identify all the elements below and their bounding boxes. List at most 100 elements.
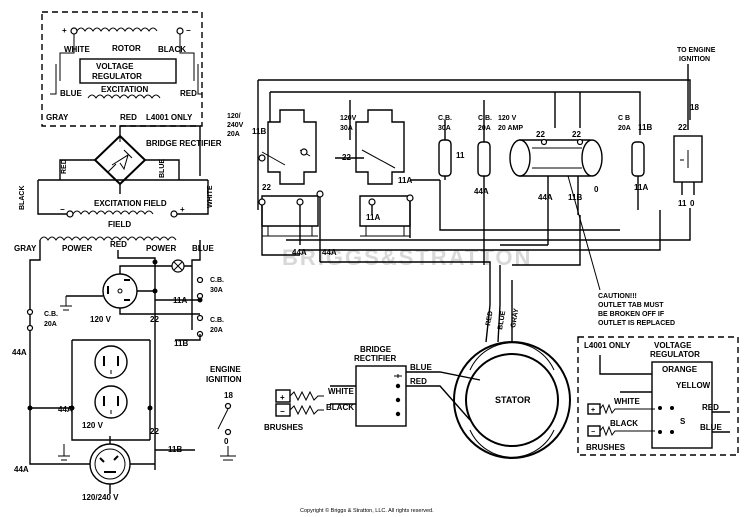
svg-text:20A: 20A	[618, 125, 631, 132]
svg-text:11A: 11A	[366, 213, 380, 222]
svg-text:+: +	[62, 26, 67, 35]
svg-text:44A: 44A	[322, 248, 337, 257]
svg-text:TO ENGINE: TO ENGINE	[677, 47, 716, 54]
svg-text:−: −	[60, 205, 65, 214]
left-bridge-rectifier: BRIDGE RECTIFIER RED BLUE BLACK WHITE − …	[19, 125, 222, 229]
svg-text:WHITE: WHITE	[614, 397, 640, 406]
svg-text:C.B.: C.B.	[478, 115, 492, 122]
svg-text:20 AMP: 20 AMP	[498, 125, 523, 132]
svg-text:BLUE: BLUE	[497, 310, 507, 330]
l4001-red-label: RED	[120, 113, 137, 122]
svg-text:18: 18	[690, 103, 699, 112]
svg-text:VOLTAGE: VOLTAGE	[654, 341, 692, 350]
svg-text:120 V: 120 V	[82, 421, 104, 430]
svg-text:BLACK: BLACK	[326, 403, 354, 412]
rotor-label: ROTOR	[112, 44, 141, 53]
l4001-gray-label: GRAY	[46, 113, 69, 122]
svg-text:IGNITION: IGNITION	[679, 56, 710, 63]
svg-text:POWER: POWER	[62, 244, 92, 253]
svg-text:BRUSHES: BRUSHES	[586, 443, 626, 452]
svg-text:0: 0	[690, 199, 695, 208]
copyright: Copyright © Briggs & Stratton, LLC. All …	[300, 507, 434, 514]
svg-text:22: 22	[572, 130, 581, 139]
excitation-red-label: RED	[180, 89, 197, 98]
svg-text:20A: 20A	[44, 321, 57, 328]
svg-text:STATOR: STATOR	[495, 395, 531, 405]
watermark: BRIGGS&STRATTON	[282, 245, 532, 270]
svg-text:CAUTION!!!: CAUTION!!!	[598, 293, 637, 300]
svg-text:22: 22	[150, 427, 159, 436]
svg-text:VOLTAGE: VOLTAGE	[96, 62, 134, 71]
svg-text:120/240 V: 120/240 V	[82, 493, 119, 502]
svg-text:WHITE: WHITE	[328, 387, 354, 396]
excitation-label: EXCITATION	[101, 85, 148, 94]
svg-text:22: 22	[678, 123, 687, 132]
svg-text:11B: 11B	[638, 123, 652, 132]
svg-text:RED: RED	[110, 240, 127, 249]
svg-text:POWER: POWER	[146, 244, 176, 253]
svg-text:IGNITION: IGNITION	[206, 375, 242, 384]
svg-text:120V: 120V	[340, 115, 357, 122]
svg-text:0: 0	[224, 437, 229, 446]
svg-text:120/: 120/	[227, 113, 241, 120]
svg-text:11: 11	[678, 199, 687, 208]
svg-text:RED: RED	[702, 403, 719, 412]
svg-text:20A: 20A	[227, 131, 240, 138]
svg-text:BLUE: BLUE	[159, 159, 166, 178]
svg-text:RED: RED	[410, 377, 427, 386]
svg-text:44A: 44A	[12, 348, 27, 357]
svg-text:11B: 11B	[174, 339, 188, 348]
svg-text:C.B.: C.B.	[44, 311, 58, 318]
svg-text:11A: 11A	[398, 176, 412, 185]
left-power-circuit: GRAY POWER RED POWER BLUE C.B. 30A 11A 1…	[12, 236, 242, 502]
rotor-black-label: BLACK	[158, 45, 186, 54]
svg-text:BRUSHES: BRUSHES	[264, 423, 304, 432]
svg-text:BLUE: BLUE	[192, 244, 214, 253]
control-panel: 120/ 240V 20A 11B 22 44A 44A 120V 30A 22…	[227, 47, 716, 327]
svg-text:RECTIFIER: RECTIFIER	[354, 354, 396, 363]
l4001-regulator-box: L4001 ONLY VOLTAGE REGULATOR ORANGE YELL…	[577, 336, 739, 456]
svg-text:C B: C B	[618, 115, 630, 122]
svg-text:11B: 11B	[252, 127, 266, 136]
svg-text:BLUE: BLUE	[410, 363, 432, 372]
svg-text:11A: 11A	[634, 183, 648, 192]
svg-text:RED: RED	[61, 159, 68, 174]
svg-text:22: 22	[536, 130, 545, 139]
svg-text:240V: 240V	[227, 122, 244, 129]
rotor-white-label: WHITE	[64, 45, 90, 54]
svg-text:44A: 44A	[474, 187, 489, 196]
svg-text:BLACK: BLACK	[19, 186, 26, 211]
svg-text:C.B.: C.B.	[438, 115, 452, 122]
svg-text:44A: 44A	[292, 248, 307, 257]
svg-text:44A: 44A	[538, 193, 553, 202]
svg-text:BE BROKEN OFF IF: BE BROKEN OFF IF	[598, 311, 665, 318]
svg-text:−: −	[186, 26, 191, 35]
svg-text:WHITE: WHITE	[207, 185, 214, 208]
bottom-bridge-rectifier: BRIDGE RECTIFIER BLUE RED WHITE BLACK + …	[264, 345, 481, 432]
svg-text:120 V: 120 V	[90, 315, 112, 324]
svg-text:11: 11	[456, 151, 465, 160]
svg-text:ORANGE: ORANGE	[662, 365, 698, 374]
svg-text:22: 22	[262, 183, 271, 192]
svg-text:REGULATOR: REGULATOR	[650, 350, 700, 359]
svg-text:S: S	[680, 417, 686, 426]
svg-text:11B: 11B	[568, 193, 582, 202]
svg-text:GRAY: GRAY	[510, 308, 520, 329]
svg-text:BLUE: BLUE	[700, 423, 722, 432]
svg-text:20A: 20A	[210, 327, 223, 334]
svg-text:−: −	[280, 407, 285, 416]
excitation-blue-label: BLUE	[60, 89, 82, 98]
stator: STATOR RED BLUE GRAY	[453, 304, 571, 459]
svg-text:BLACK: BLACK	[610, 419, 638, 428]
svg-text:OUTLET IS REPLACED: OUTLET IS REPLACED	[598, 320, 675, 327]
rotor-regulator-box: + − WHITE ROTOR BLACK VOLTAGE REGULATOR …	[41, 11, 203, 127]
svg-text:REGULATOR: REGULATOR	[92, 72, 142, 81]
svg-text:+: +	[280, 393, 285, 402]
svg-text:30A: 30A	[210, 287, 223, 294]
svg-text:44A: 44A	[14, 465, 29, 474]
svg-text:BRIDGE: BRIDGE	[360, 345, 392, 354]
svg-text:BRIDGE RECTIFIER: BRIDGE RECTIFIER	[146, 139, 222, 148]
svg-text:RED: RED	[485, 311, 494, 327]
svg-text:C.B.: C.B.	[210, 317, 224, 324]
